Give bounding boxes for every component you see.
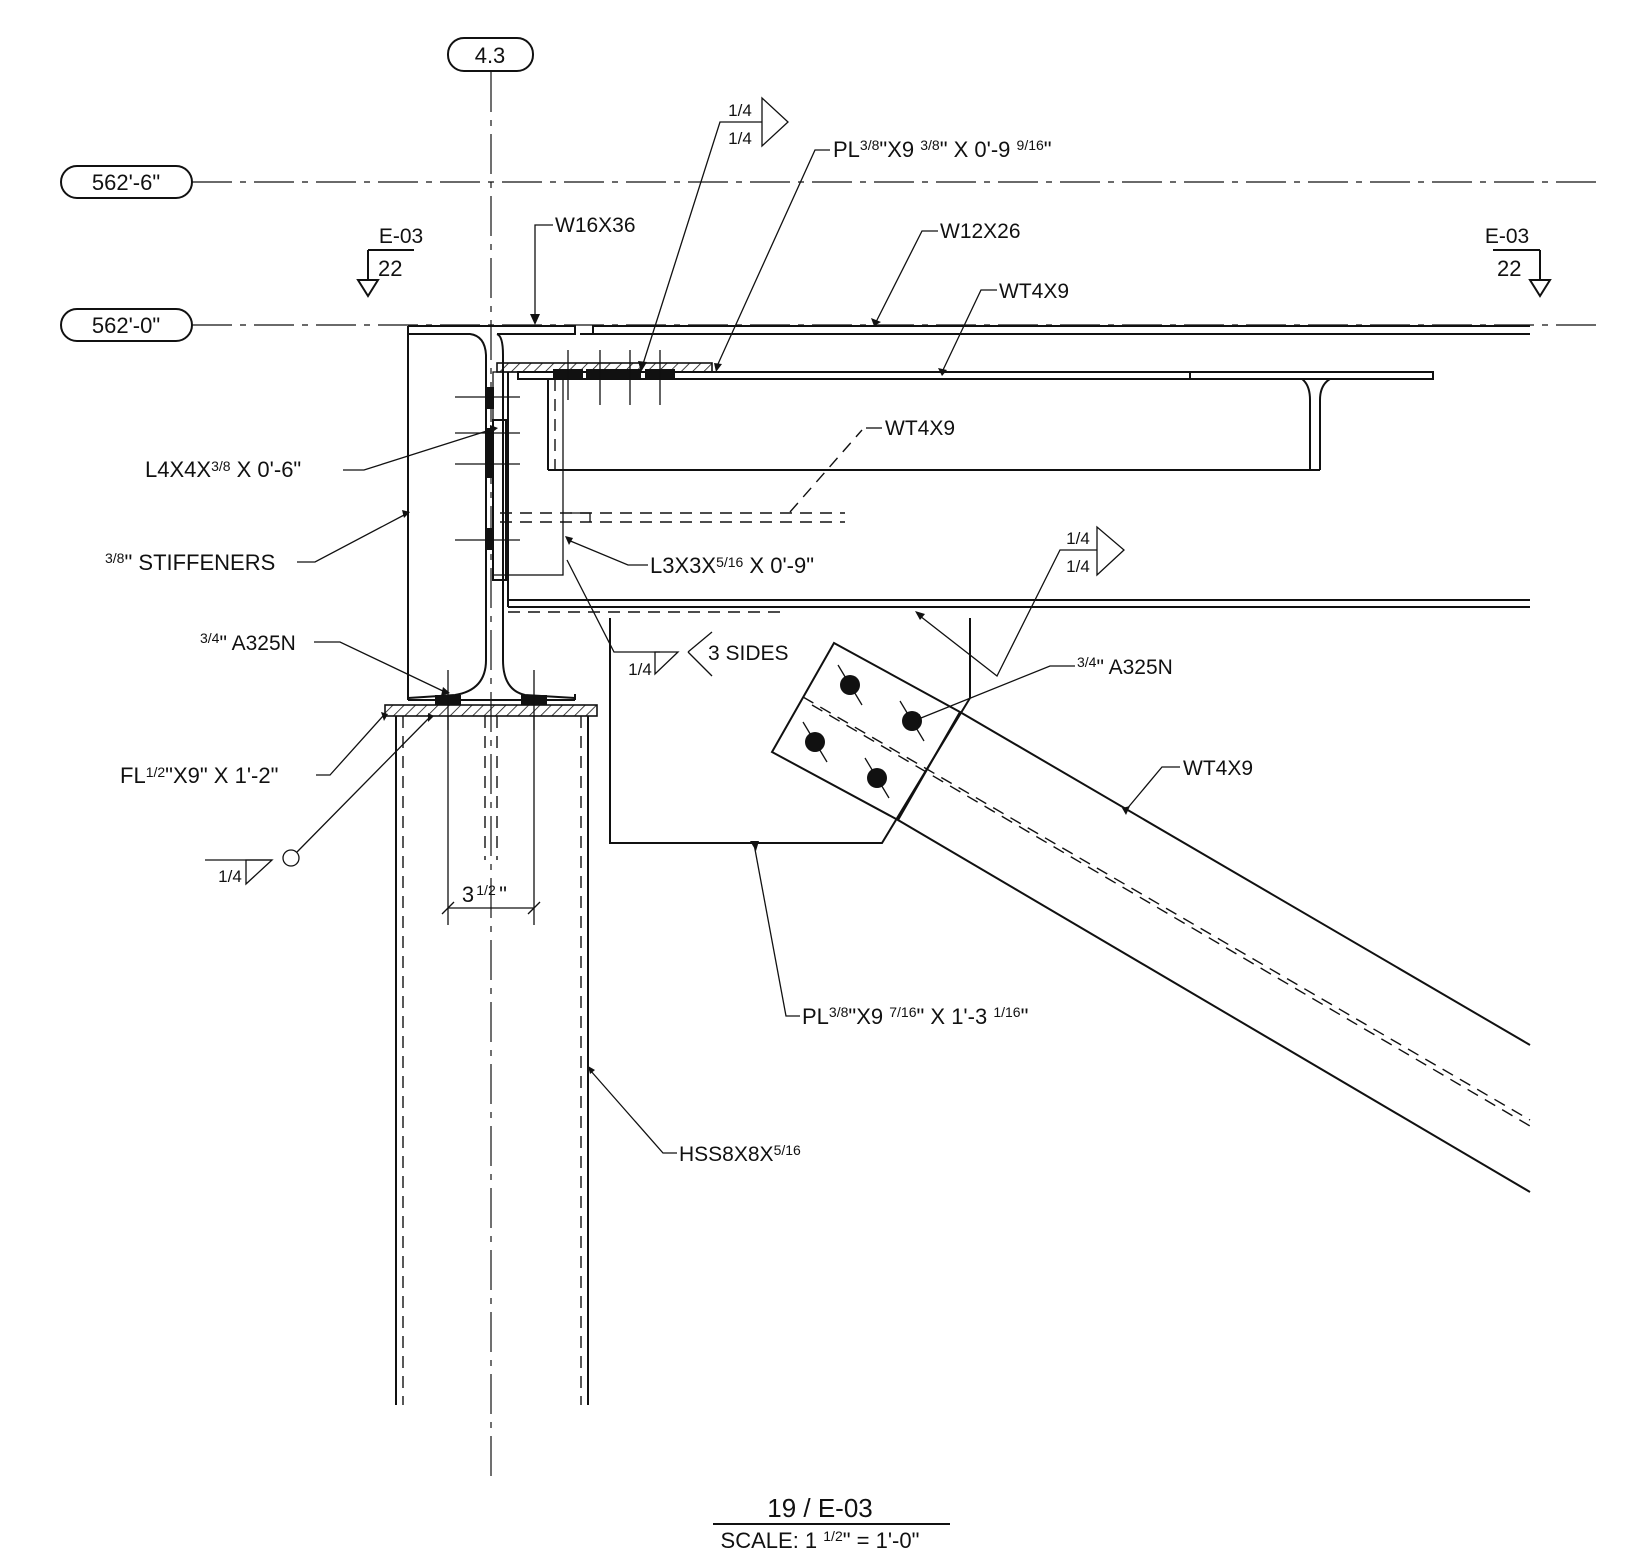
top-bolts: [553, 350, 675, 405]
leader-w12: [875, 230, 938, 323]
weld-top-lower: 1/4: [728, 129, 752, 148]
leader-bolt-left: [314, 641, 446, 693]
weld-mid: 1/4 1/4: [915, 525, 1125, 678]
wt-brace: [770, 641, 1531, 1193]
leader-w16: [534, 224, 553, 317]
hss-column: [395, 716, 589, 1405]
section-number-left: 22: [378, 256, 402, 281]
w16-girder: [407, 325, 576, 701]
weld-three-sides: 1/4 3 SIDES: [566, 559, 789, 679]
label-pl-gusset: PL3/8"X9 7/16" X 1'-3 1/16": [802, 1004, 1028, 1029]
weld-three-sides-note: 3 SIDES: [708, 642, 789, 665]
leader-wt-brace: [1125, 766, 1180, 811]
leader-pl-top: [717, 149, 830, 365]
label-wt-hidden: WT4X9: [885, 417, 955, 440]
dimension-unit: ": [499, 882, 507, 907]
hidden-wt: [500, 512, 845, 523]
label-w12: W12X26: [940, 220, 1021, 243]
weld-mid-upper: 1/4: [1066, 529, 1090, 548]
leader-l3: [567, 539, 648, 566]
leader-wt-hidden: [789, 429, 863, 513]
label-pl-top: PL3/8"X9 3/8" X 0'-9 9/16": [833, 137, 1052, 162]
label-fl: FL1/2"X9" X 1'-2": [120, 763, 278, 788]
leader-l4: [343, 429, 491, 471]
brace-bolts: [802, 664, 925, 799]
base-plate: [384, 704, 598, 717]
label-bolt-left: 3/4" A325N: [200, 630, 296, 655]
weld-base-size: 1/4: [218, 867, 242, 886]
section-sheet-left: E-03: [379, 225, 423, 248]
scale-label: SCALE: 1 1/2" = 1'-0": [721, 1528, 920, 1553]
weld-top-upper: 1/4: [728, 101, 752, 120]
label-l3: L3X3X5/16 X 0'-9": [650, 553, 814, 578]
leader-bolt-right: [915, 665, 1075, 721]
leader-fl: [316, 715, 384, 776]
label-bolt-right: 3/4" A325N: [1077, 654, 1173, 679]
wt-top-chord: [517, 371, 1434, 471]
leader-pl-gusset: [753, 843, 800, 1017]
label-wt-brace: WT4X9: [1183, 757, 1253, 780]
label-wt-top: WT4X9: [999, 280, 1069, 303]
section-marker-right: E-03 22: [1485, 225, 1552, 298]
w12-beam: [507, 325, 1530, 613]
section-number-right: 22: [1497, 256, 1521, 281]
weld-three-sides-size: 1/4: [628, 660, 652, 679]
elevation-tag-top: 562'-6": [92, 170, 160, 195]
section-sheet-right: E-03: [1485, 225, 1529, 248]
detail-title: 19 / E-03: [767, 1493, 873, 1523]
elevation-tag-bottom-bubble: [60, 308, 193, 342]
weld-mid-lower: 1/4: [1066, 557, 1090, 576]
weld-base: 1/4: [205, 713, 434, 886]
grid-tag: 4.3: [475, 43, 506, 68]
grid-tag-bubble: [447, 37, 534, 72]
leader-stiffeners: [297, 513, 407, 563]
leader-hss: [589, 1069, 677, 1154]
weld-top: 1/4 1/4: [638, 96, 789, 372]
label-l4: L4X4X3/8 X 0'-6": [145, 457, 301, 482]
dimension-3-1-2: 3 1/2 ": [441, 882, 541, 915]
label-w16: W16X36: [555, 214, 636, 237]
dimension-frac: 1/2: [476, 882, 496, 898]
elevation-tag-bottom: 562'-0": [92, 313, 160, 338]
leader-wt-top: [942, 289, 997, 371]
elevation-tag-top-bubble: [60, 165, 193, 199]
gusset-plate: [609, 618, 971, 844]
dimension-whole: 3: [462, 882, 474, 907]
label-hss: HSS8X8X5/16: [679, 1142, 801, 1166]
web-bolts: [455, 387, 520, 550]
label-stiffeners: 3/8" STIFFENERS: [105, 550, 275, 575]
section-marker-left: E-03 22: [356, 225, 423, 298]
